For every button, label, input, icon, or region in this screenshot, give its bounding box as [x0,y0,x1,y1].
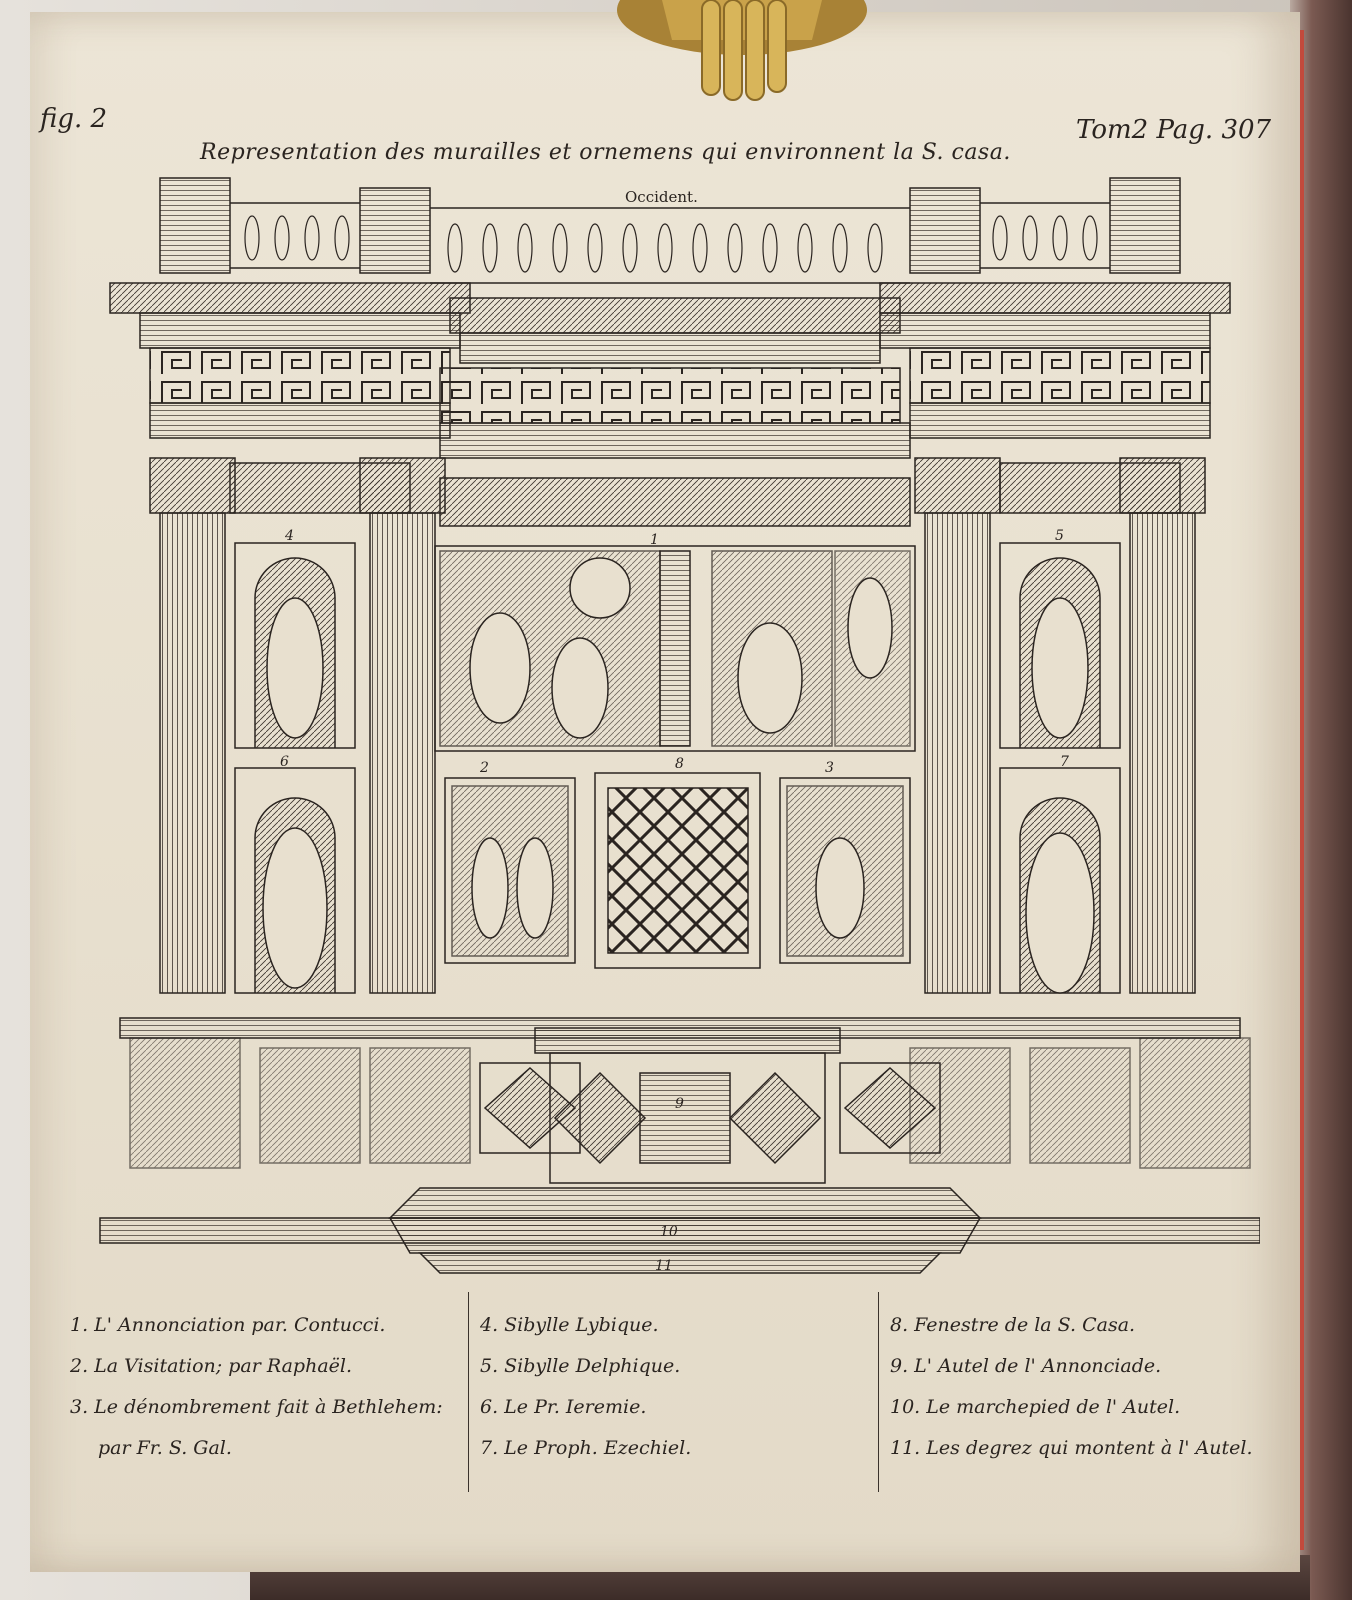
legend-divider [878,1292,879,1492]
legend-item: 1. L' Annonciation par. Contucci. [70,1314,386,1336]
plate-number: 9 [675,1096,684,1112]
legend-item: 7. Le Proph. Ezechiel. [480,1437,692,1459]
legend-item: 11. Les degrez qui montent à l' Autel. [890,1437,1253,1459]
legend-item: par Fr. S. Gal. [98,1437,232,1459]
legend-divider [468,1292,469,1492]
plate-number: 11 [655,1258,673,1274]
plate-number: 5 [1055,528,1064,544]
legend-column-3: 8. Fenestre de la S. Casa. 9. L' Autel d… [890,1305,1253,1469]
legend-item: 10. Le marchepied de l' Autel. [890,1396,1181,1418]
plate-title: Representation des murailles et ornemens… [200,140,1011,165]
plate-number: 1 [650,532,659,548]
plate-number: 7 [1060,754,1069,770]
legend-column-2: 4. Sibylle Lybique. 5. Sibylle Delphique… [480,1305,691,1469]
plate-number: 2 [479,760,489,776]
plate-number: 4 [284,528,294,544]
legend-item: 6. Le Pr. Ieremie. [480,1396,647,1418]
legend-item: 9. L' Autel de l' Annonciade. [890,1355,1162,1377]
page-edge [1296,30,1304,1550]
legend-item: 3. Le dénombrement fait à Bethlehem: [70,1396,443,1418]
architectural-engraving: 1 2 3 4 5 6 7 8 9 10 11 [99,177,1260,1274]
page-reference: Tom2 Pag. 307 [1076,115,1272,145]
legend-item: 4. Sibylle Lybique. [480,1314,659,1336]
plate-number: 10 [660,1224,678,1240]
plate-number: 6 [280,754,289,770]
plate-number: 8 [675,756,684,772]
legend-item: 8. Fenestre de la S. Casa. [890,1314,1136,1336]
brass-clip-icon [617,0,867,101]
figure-label: fig. 2 [40,104,108,134]
plate-subtitle: Occident. [625,188,698,206]
legend-item: 5. Sibylle Delphique. [480,1355,681,1377]
legend-column-1: 1. L' Annonciation par. Contucci. 2. La … [70,1305,443,1469]
plate-number: 3 [825,760,834,776]
legend-item: 2. La Visitation; par Raphaël. [70,1355,353,1377]
